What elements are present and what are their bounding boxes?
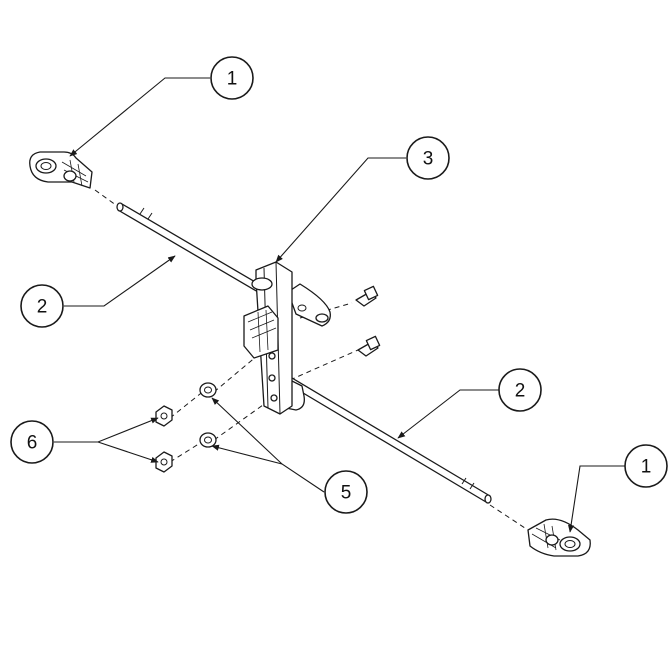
callout-1-lower: 1	[624, 444, 668, 488]
rod-lower	[285, 377, 492, 504]
rod-upper	[116, 202, 331, 327]
callout-5: 5	[324, 470, 368, 514]
vertical-bracket	[243, 261, 293, 415]
callout-label: 6	[27, 433, 38, 454]
bolt-lower	[357, 335, 381, 357]
washer-upper	[199, 382, 217, 398]
bolt-upper	[355, 285, 379, 307]
callout-label: 1	[641, 457, 652, 478]
callout-label: 1	[227, 69, 238, 90]
callout-label: 3	[423, 149, 434, 170]
callout-2-lower: 2	[498, 368, 542, 412]
callout-label: 2	[37, 297, 48, 318]
callout-6: 6	[10, 420, 54, 464]
rod-end-lower-right	[527, 518, 591, 557]
rod-end-upper-left	[29, 151, 93, 189]
assembly-center-lines	[94, 189, 529, 531]
callout-label: 2	[515, 381, 526, 402]
callout-2-upper: 2	[20, 284, 64, 328]
washer-lower	[199, 432, 217, 448]
nut-lower	[155, 451, 173, 473]
nut-upper	[155, 405, 173, 427]
leader-lines	[54, 77, 626, 533]
callout-1-upper: 1	[210, 56, 254, 100]
callout-label: 5	[341, 483, 352, 504]
callout-3: 3	[406, 136, 450, 180]
